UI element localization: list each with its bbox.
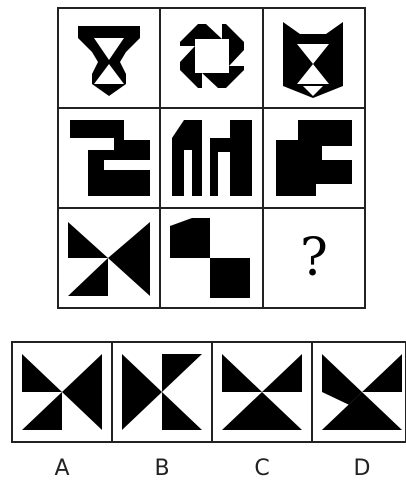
matrix-cell-r2c1 [70, 120, 150, 196]
option-label-b[interactable]: B [147, 456, 177, 482]
option-a-figure[interactable] [22, 354, 102, 430]
u-shape-block-figure [172, 120, 252, 196]
matrix-cell-r1c2 [180, 24, 244, 88]
matrix-cell-r3c1 [68, 222, 150, 296]
staircase-squares-figure [170, 218, 250, 298]
option-label-d[interactable]: D [347, 456, 377, 482]
stepped-block-figure [276, 120, 352, 196]
matrix-cell-r1c3 [283, 22, 343, 98]
option-d-figure[interactable] [322, 354, 402, 430]
question-mark-text: ? [300, 228, 328, 288]
matrix-cell-r2c2 [172, 120, 252, 196]
hourglass-option-d [322, 354, 402, 430]
pinwheel-option-b [122, 354, 202, 430]
cat-ear-hourglass-figure [283, 22, 343, 98]
option-label-c[interactable]: C [247, 456, 277, 482]
option-label-a[interactable]: A [47, 456, 77, 482]
matrix-cell-r2c3 [276, 120, 352, 196]
zigzag-block-figure [70, 120, 150, 196]
pinwheel-option-a [22, 354, 102, 430]
matrix-cell-r3c2 [170, 218, 250, 298]
hourglass-triangle-shield-figure [78, 26, 140, 96]
option-c-figure[interactable] [222, 354, 302, 430]
square-pinwheel-frame-figure [180, 24, 244, 88]
question-mark: ? [263, 208, 365, 308]
triangle-pinwheel-figure [68, 222, 150, 296]
pinwheel-option-c [222, 354, 302, 430]
matrix-cell-r1c1 [78, 26, 140, 96]
option-b-figure[interactable] [122, 354, 202, 430]
